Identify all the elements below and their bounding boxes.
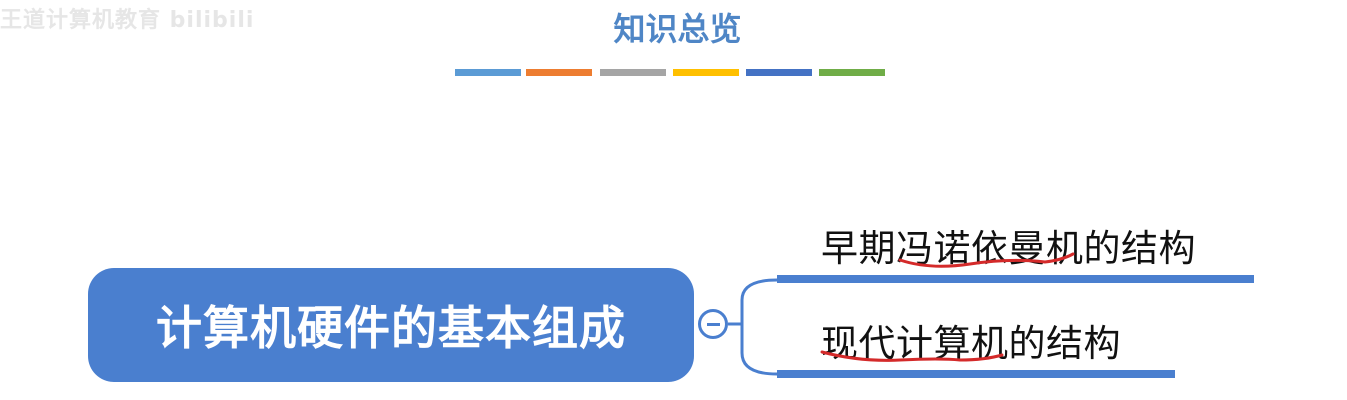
color-bar: [673, 69, 739, 76]
branch-label: 早期冯诺依曼机的结构: [821, 227, 1196, 270]
root-node[interactable]: 计算机硬件的基本组成: [88, 268, 694, 382]
color-bar: [819, 69, 885, 76]
collapse-toggle-button[interactable]: [698, 309, 728, 339]
minus-icon: [706, 322, 720, 326]
page-title: 知识总览: [613, 10, 742, 48]
color-bar: [600, 69, 666, 76]
color-bar: [526, 69, 592, 76]
root-node-label: 计算机硬件的基本组成: [156, 301, 626, 355]
branch-underline: [777, 370, 1175, 378]
color-bar: [746, 69, 812, 76]
watermark: 王道计算机教育 bilibili: [0, 8, 255, 33]
color-bar: [455, 69, 521, 76]
branch-label: 现代计算机的结构: [821, 322, 1121, 365]
branch-underline: [777, 275, 1254, 283]
